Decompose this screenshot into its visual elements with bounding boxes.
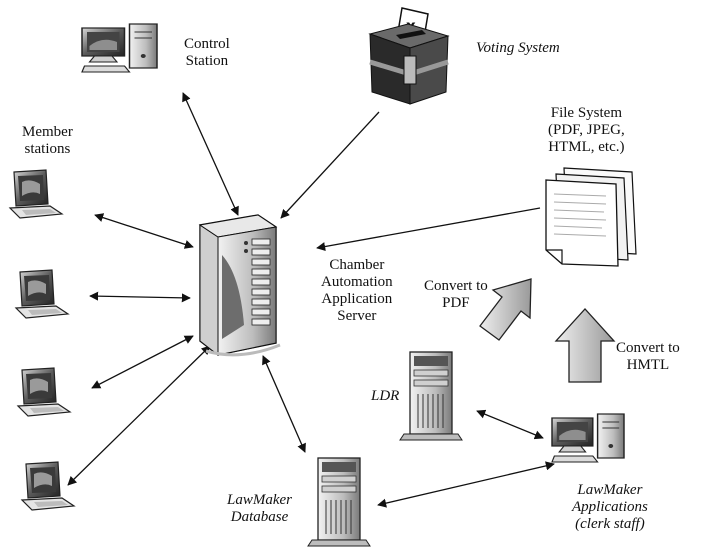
laptop-icon [9, 169, 63, 219]
document-stack-icon [545, 167, 637, 267]
convert-to-html-arrow [554, 308, 616, 383]
laptop-icon [21, 461, 75, 511]
server-tower-icon [198, 214, 281, 357]
laptop-icon [15, 269, 69, 319]
voting-system-label: Voting System [476, 40, 560, 56]
link-member-station-4 [67, 345, 211, 486]
link-database-clerk [377, 461, 555, 508]
server-tower-icon [307, 457, 371, 547]
link-file-system [316, 207, 541, 252]
desktop-computer-icon [81, 23, 158, 73]
link-member-station-3 [91, 335, 194, 389]
link-member-station-2 [89, 291, 191, 303]
ballot-box-icon: x [368, 7, 450, 105]
link-control-station [182, 92, 239, 216]
link-ldr-clerk [476, 409, 544, 440]
server-tower-icon [399, 351, 463, 441]
desktop-computer-icon [551, 413, 625, 463]
laptop-icon [17, 367, 71, 417]
convert-to-pdf-arrow [479, 278, 532, 341]
link-member-station-1 [94, 213, 194, 249]
connectors [67, 92, 555, 508]
link-lawmaker-database [262, 355, 306, 453]
link-voting-system [280, 111, 380, 219]
file-system-label: File System(PDF, JPEG,HTML, etc.) [548, 105, 625, 155]
ldr-label: LDR [371, 388, 400, 404]
